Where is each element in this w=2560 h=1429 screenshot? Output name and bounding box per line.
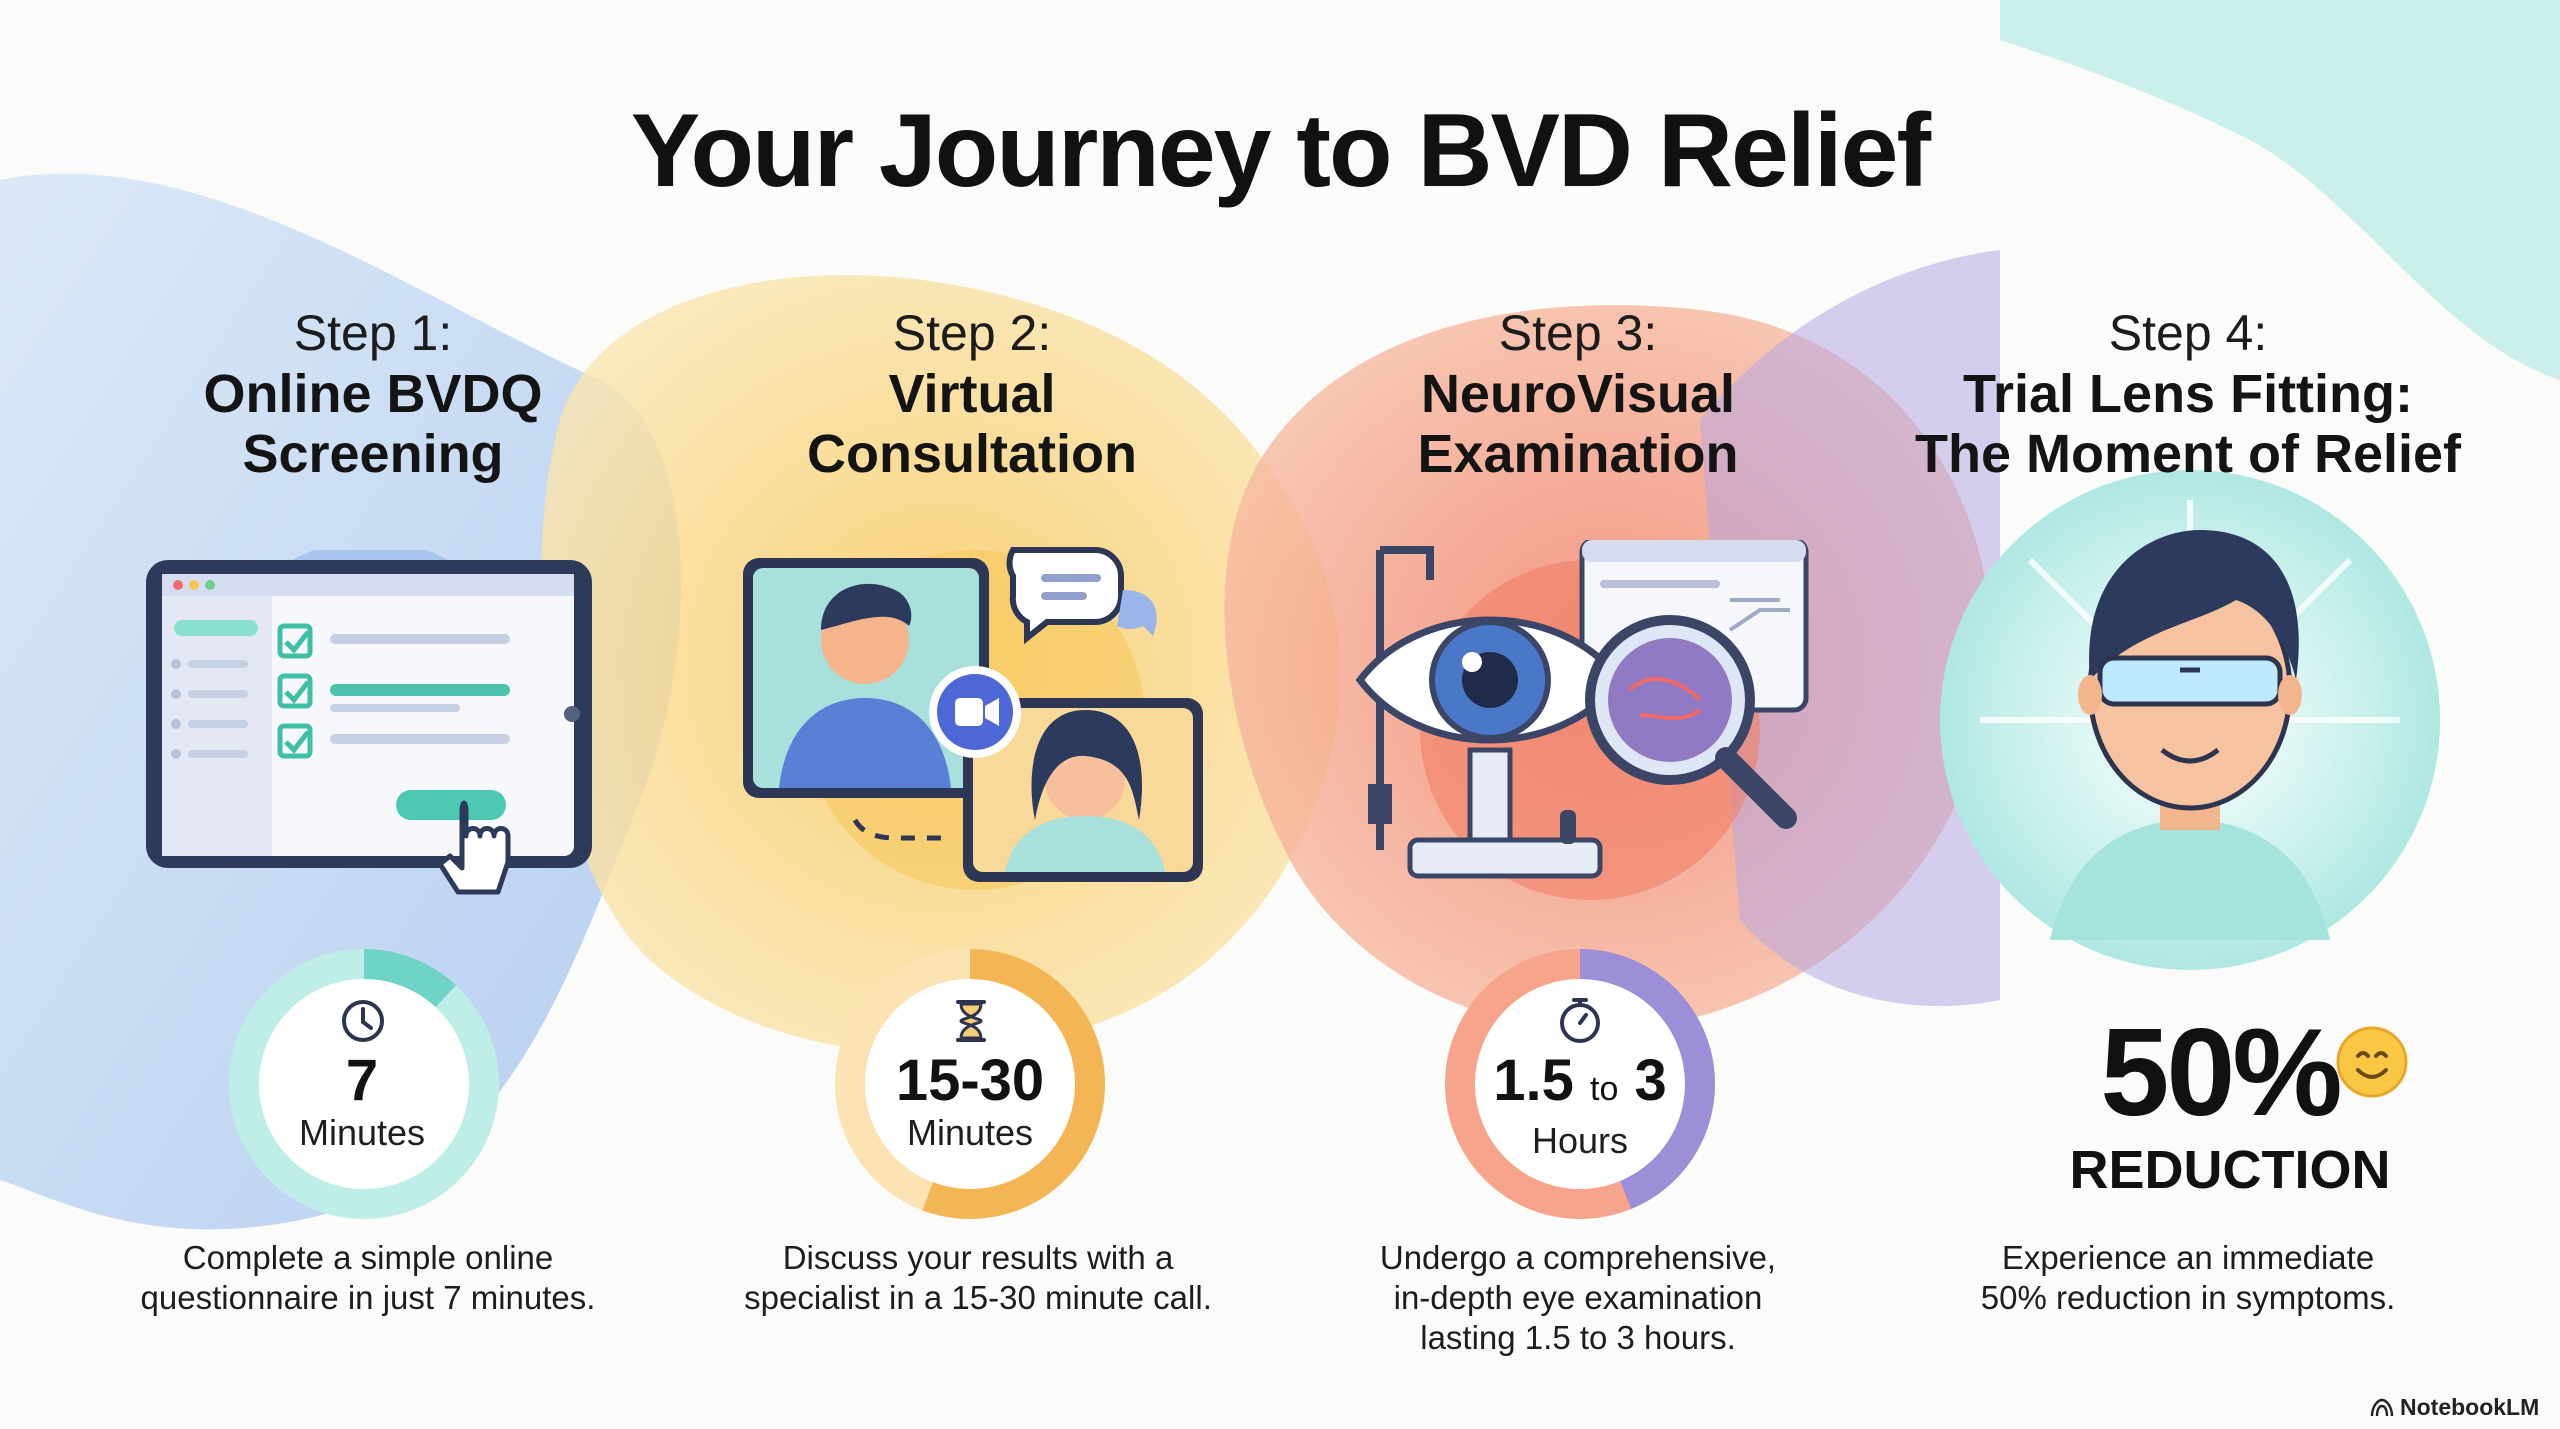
step-4-name-line2: The Moment of Relief: [1914, 424, 2461, 484]
step-4-label: Step 4:: [2108, 305, 2268, 361]
step-1-duration: 7 Minutes: [232, 1050, 492, 1154]
step-4-description-line2: 50% reduction in symptoms.: [1980, 1279, 2396, 1316]
step-2-description: Discuss your results with a specialist i…: [678, 1238, 1278, 1318]
step-2-header: Step 2: Virtual Consultation: [652, 302, 1292, 484]
step-2-description-line2: specialist in a 15-30 minute call.: [744, 1279, 1212, 1316]
step-3-duration-unit: Hours: [1531, 1120, 1629, 1161]
step-1-name-line1: Online BVDQ: [203, 364, 543, 424]
notebooklm-logo-icon: [2370, 1398, 2394, 1416]
step-3-description: Undergo a comprehensive, in-depth eye ex…: [1278, 1238, 1878, 1358]
step-4-result-unit: REDUCTION: [2069, 1140, 2391, 1200]
step-1-duration-ring: [229, 949, 499, 1219]
step-1-description: Complete a simple online questionnaire i…: [68, 1238, 668, 1318]
step-1-description-line2: questionnaire in just 7 minutes.: [140, 1279, 596, 1316]
step-3-description-line2: in-depth eye examination: [1393, 1279, 1763, 1316]
step-3-header: Step 3: NeuroVisual Examination: [1258, 302, 1898, 484]
step-3-duration-ring: [1445, 949, 1715, 1219]
brand-watermark: NotebookLM: [2370, 1394, 2539, 1421]
step-4-description: Experience an immediate 50% reduction in…: [1888, 1238, 2488, 1318]
step-2-label: Step 2:: [892, 305, 1052, 361]
step-2-duration-unit: Minutes: [906, 1112, 1034, 1153]
step-4-description-line1: Experience an immediate: [2001, 1239, 2375, 1276]
brand-name: NotebookLM: [2400, 1394, 2540, 1420]
step-1-description-line1: Complete a simple online: [182, 1239, 554, 1276]
step-2-duration-value: 15-30: [895, 1048, 1045, 1113]
step-1-duration-unit: Minutes: [298, 1112, 426, 1153]
step-1-name-line2: Screening: [242, 424, 504, 484]
step-3-description-line3: lasting 1.5 to 3 hours.: [1420, 1319, 1736, 1356]
step-2-name-line2: Consultation: [807, 424, 1137, 484]
tablet-questionnaire-illustration: [146, 550, 592, 895]
step-3-duration-value: 1.5 to 3: [1450, 1050, 1710, 1120]
step-3-description-line1: Undergo a comprehensive,: [1379, 1239, 1777, 1276]
step-4-header: Step 4: Trial Lens Fitting: The Moment o…: [1868, 302, 2508, 484]
stopwatch-icon: [1560, 998, 1600, 1043]
step-3-name-line2: Examination: [1417, 424, 1739, 484]
step-4-result-value: 50%: [2100, 1004, 2342, 1142]
step-3-name-line1: NeuroVisual: [1420, 364, 1736, 424]
smiley-icon: [2336, 1026, 2408, 1098]
step-3-duration: 1.5 to 3 Hours: [1450, 1050, 1710, 1162]
page-title: Your Journey to BVD Relief: [630, 93, 1931, 209]
step-2-description-line1: Discuss your results with a: [782, 1239, 1174, 1276]
step-3-duration-value-a: 1.5: [1493, 1048, 1574, 1113]
step-2-name-line1: Virtual: [888, 364, 1056, 424]
step-2-duration-ring: [835, 949, 1105, 1219]
hourglass-icon: [956, 1000, 986, 1042]
eye-examination-illustration: [1355, 540, 1809, 900]
step-1-duration-value: 7: [345, 1048, 379, 1113]
step-1-header: Step 1: Online BVDQ Screening: [53, 302, 693, 484]
step-3-duration-value-b: 3: [1634, 1048, 1667, 1113]
clock-icon: [342, 1000, 384, 1042]
step-3-duration-value-to: to: [1590, 1070, 1619, 1108]
step-3-label: Step 3:: [1498, 305, 1658, 361]
step-1-label: Step 1:: [293, 305, 453, 361]
step-4-name-line1: Trial Lens Fitting:: [1962, 364, 2413, 424]
step-2-duration: 15-30 Minutes: [840, 1050, 1100, 1154]
person-trial-lens-illustration: [1980, 500, 2400, 940]
video-consultation-illustration: [743, 547, 1203, 890]
